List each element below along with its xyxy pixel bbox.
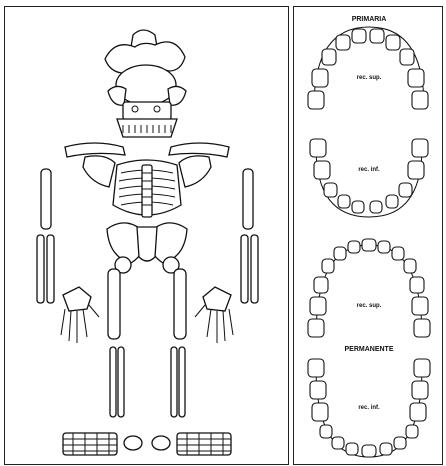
legs	[108, 269, 186, 417]
feet	[63, 433, 231, 455]
upper-primary-arch: rec. sup.	[308, 27, 428, 109]
lower-permanent-arch: rec. inf.	[308, 359, 430, 457]
lower-primary-label: rec. inf.	[358, 167, 380, 173]
skeleton-chart-panel	[4, 6, 289, 465]
upper-permanent-arch: rec. sup.	[308, 239, 430, 337]
lower-permanent-label: rec. inf.	[358, 405, 380, 411]
pelvis	[107, 223, 187, 273]
hands	[61, 287, 233, 343]
dental-chart-panel: PRIMARIA rec. sup.	[293, 6, 443, 465]
skeleton-diagram	[5, 7, 290, 466]
permanent-dentition-label: PERMANENTE	[344, 346, 393, 353]
primary-dentition-label: PRIMARIA	[352, 16, 387, 23]
rib-cage	[113, 160, 181, 217]
lower-primary-arch: rec. inf.	[310, 139, 428, 217]
skull	[105, 30, 186, 137]
dental-diagram: PRIMARIA rec. sup.	[294, 7, 444, 466]
upper-primary-label: rec. sup.	[357, 75, 382, 81]
upper-permanent-label: rec. sup.	[357, 303, 382, 309]
